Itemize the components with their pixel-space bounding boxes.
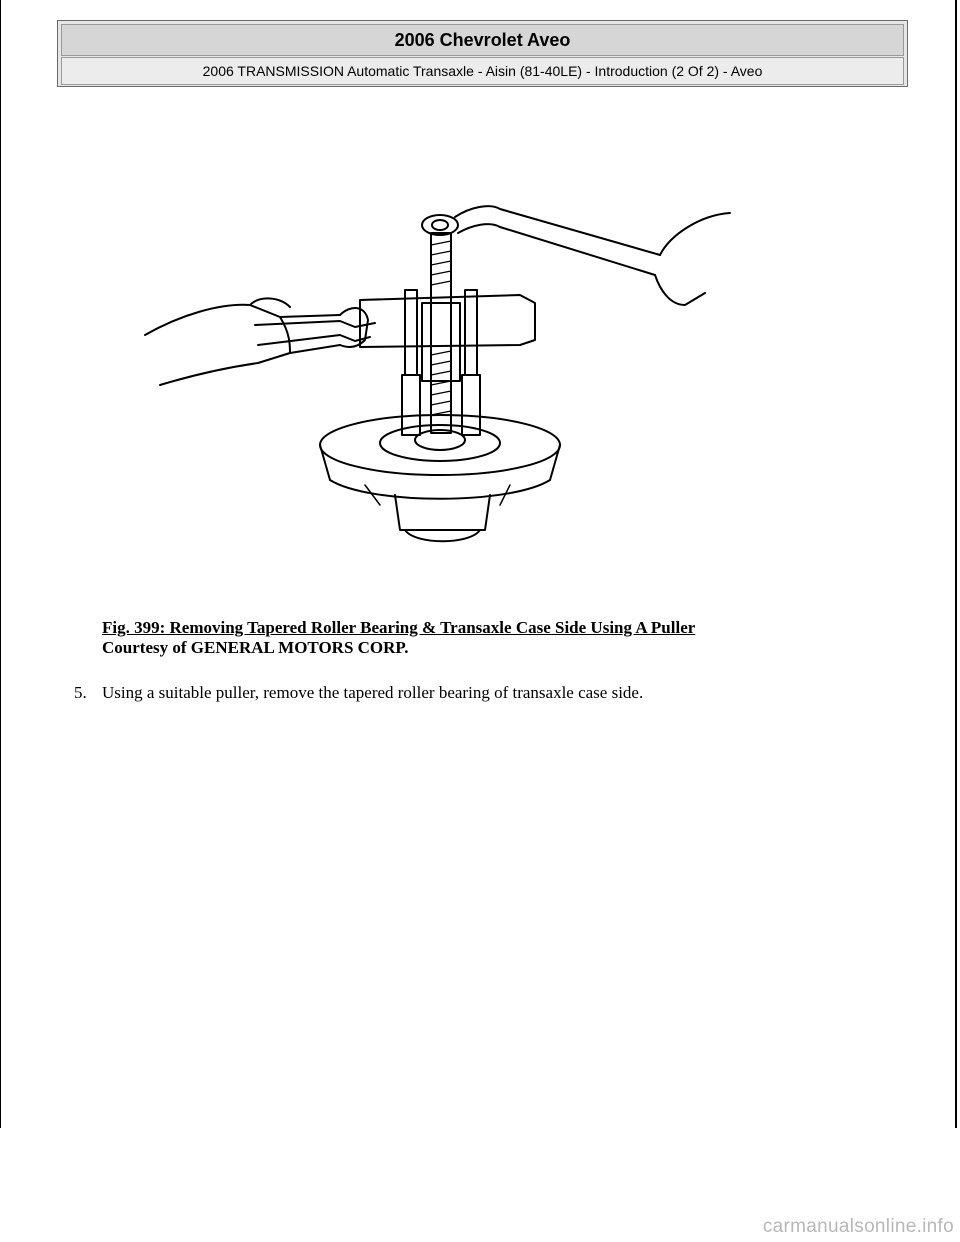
step-text: Using a suitable puller, remove the tape… (102, 683, 644, 702)
header-title: 2006 Chevrolet Aveo (61, 24, 904, 56)
puller-illustration (144, 205, 731, 543)
figure-caption: Fig. 399: Removing Tapered Roller Bearin… (102, 618, 695, 658)
page-border-right (955, 0, 957, 1128)
differential-housing-drawing (319, 414, 561, 543)
step-item: 5. Using a suitable puller, remove the ta… (74, 683, 643, 703)
screw-drawing (430, 232, 452, 434)
top-handle-drawing (421, 205, 731, 306)
watermark-text: carmanualsonline.info (762, 1216, 954, 1237)
step-number: 5. (74, 683, 87, 702)
header-subtitle: 2006 TRANSMISSION Automatic Transaxle - … (61, 57, 904, 85)
figure-caption-credit: Courtesy of GENERAL MOTORS CORP. (102, 638, 409, 657)
figure-caption-title: Fig. 399: Removing Tapered Roller Bearin… (102, 618, 696, 637)
puller-body-drawing (359, 289, 536, 436)
document-header: 2006 Chevrolet Aveo 2006 TRANSMISSION Au… (57, 20, 908, 87)
page-border-left (0, 0, 1, 1128)
left-hand-wrench-drawing (144, 297, 376, 386)
